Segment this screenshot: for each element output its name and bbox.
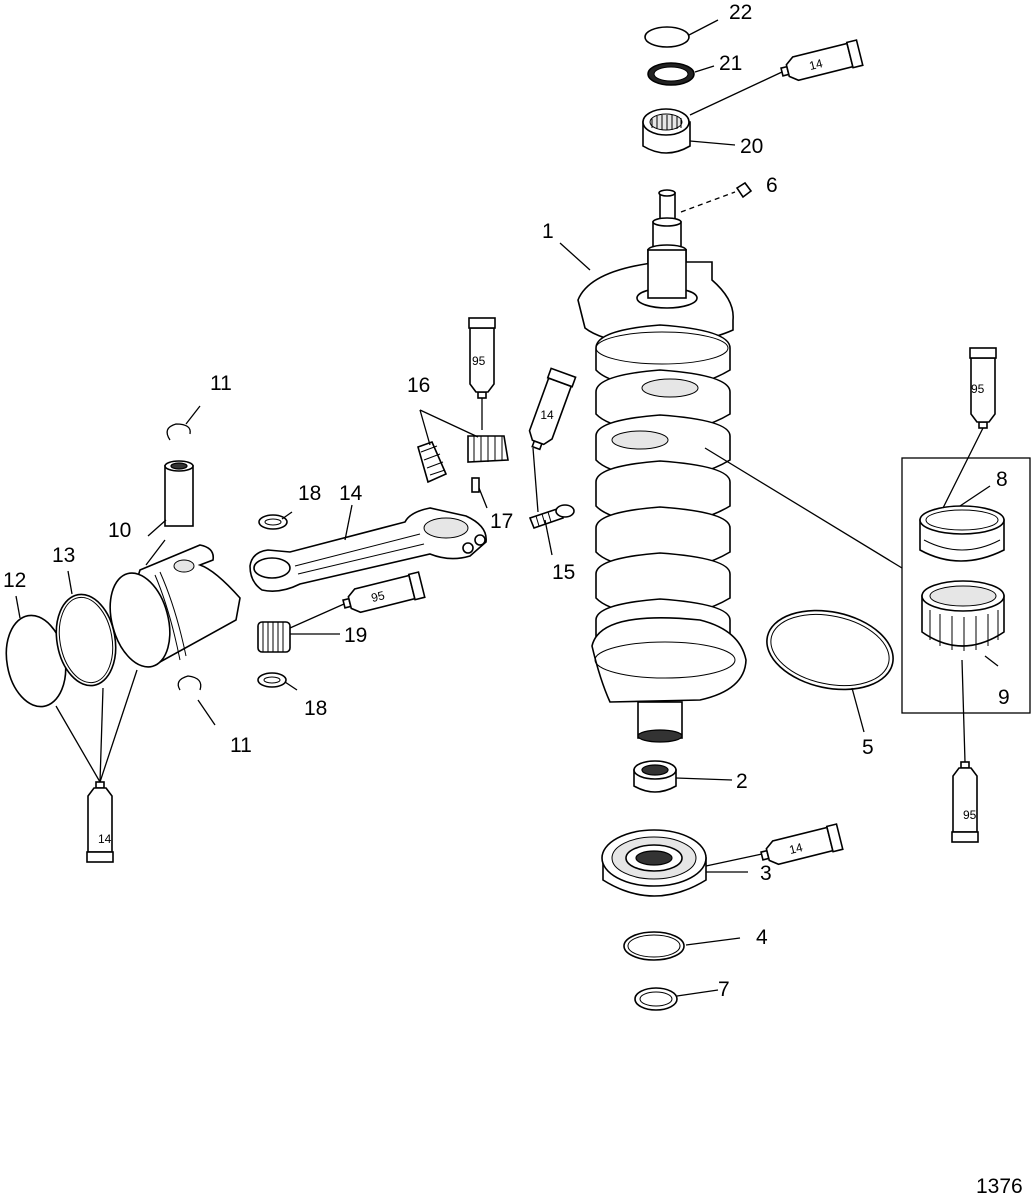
tube-box-bottom-95: 95 <box>951 761 979 843</box>
callout-1: 1 <box>542 220 554 243</box>
part-9-roller-bearing <box>921 580 1005 651</box>
tube-bearing3-14: 14 <box>760 823 844 866</box>
callout-11-bottom: 11 <box>230 734 252 757</box>
part-21-seal <box>647 62 695 86</box>
callout-18-bottom: 18 <box>304 697 327 720</box>
part-19-needle-bearing <box>257 621 291 653</box>
part-13-piston-ring <box>55 593 117 687</box>
tube-rod19-95: 95 <box>342 571 426 614</box>
callout-9: 9 <box>998 686 1010 709</box>
callout-21: 21 <box>719 52 742 75</box>
callout-12: 12 <box>3 569 26 592</box>
part-17-dowel-pin <box>471 477 480 493</box>
part-10-piston <box>109 544 241 668</box>
tube-label: 14 <box>540 408 554 422</box>
part-1-crankshaft <box>577 189 747 743</box>
part-10-piston-pin <box>164 460 194 527</box>
part-7-ring <box>634 987 678 1011</box>
callout-10: 10 <box>108 519 131 542</box>
part-16-bearing-halves <box>417 435 509 484</box>
tube-piston-14: 14 <box>86 781 114 863</box>
tube-label: 95 <box>370 588 387 605</box>
callout-16: 16 <box>407 374 430 397</box>
callout-7: 7 <box>718 978 730 1001</box>
callout-19: 19 <box>344 624 367 647</box>
tube-label: 95 <box>963 808 977 822</box>
leader-lines <box>15 19 999 997</box>
part-22-o-ring <box>644 26 690 48</box>
part-14-connecting-rod <box>249 507 487 592</box>
callout-22: 22 <box>729 1 752 24</box>
figure-id: 1376 <box>976 1175 1023 1198</box>
callout-20: 20 <box>740 135 763 158</box>
tube-rod16-95: 95 <box>468 317 496 399</box>
parts-8-9-box <box>901 457 1031 714</box>
callout-17: 17 <box>490 510 513 533</box>
part-15-bolt <box>528 504 575 530</box>
part-18-washer-top <box>258 514 288 530</box>
tube-label: 14 <box>808 56 825 73</box>
callout-14: 14 <box>339 482 363 505</box>
part-3-ball-bearing <box>601 829 707 897</box>
callout-18-top: 18 <box>298 482 321 505</box>
part-5-o-ring <box>766 609 894 691</box>
callout-5: 5 <box>862 736 874 759</box>
part-11-retaining-ring-bottom <box>177 675 202 691</box>
callouts: 22 21 20 6 1 2 3 4 7 5 8 9 10 11 11 12 1… <box>3 1 1023 1198</box>
tube-label: 14 <box>98 832 112 846</box>
callout-15: 15 <box>552 561 575 584</box>
part-18-washer-bottom <box>257 672 287 688</box>
callout-3: 3 <box>760 862 772 885</box>
callout-13: 13 <box>52 544 75 567</box>
tube-box-top-95: 95 <box>969 347 997 429</box>
tube-bolt-14: 14 <box>528 367 577 451</box>
part-4-ring <box>623 931 685 961</box>
tube-label: 14 <box>788 840 805 857</box>
callout-6: 6 <box>766 174 778 197</box>
callout-4: 4 <box>756 926 768 949</box>
callout-8: 8 <box>996 468 1008 491</box>
part-11-retaining-ring-top <box>166 423 191 441</box>
part-8-sleeve <box>919 505 1005 562</box>
tube-label: 95 <box>472 354 486 368</box>
part-2-seal <box>633 760 677 793</box>
tube-top-14: 14 <box>780 39 864 82</box>
tube-label: 95 <box>971 382 985 396</box>
callout-2: 2 <box>736 770 748 793</box>
callout-11-top: 11 <box>210 372 232 395</box>
part-20-needle-bearing <box>642 108 691 154</box>
part-6-woodruff-key <box>735 181 753 199</box>
